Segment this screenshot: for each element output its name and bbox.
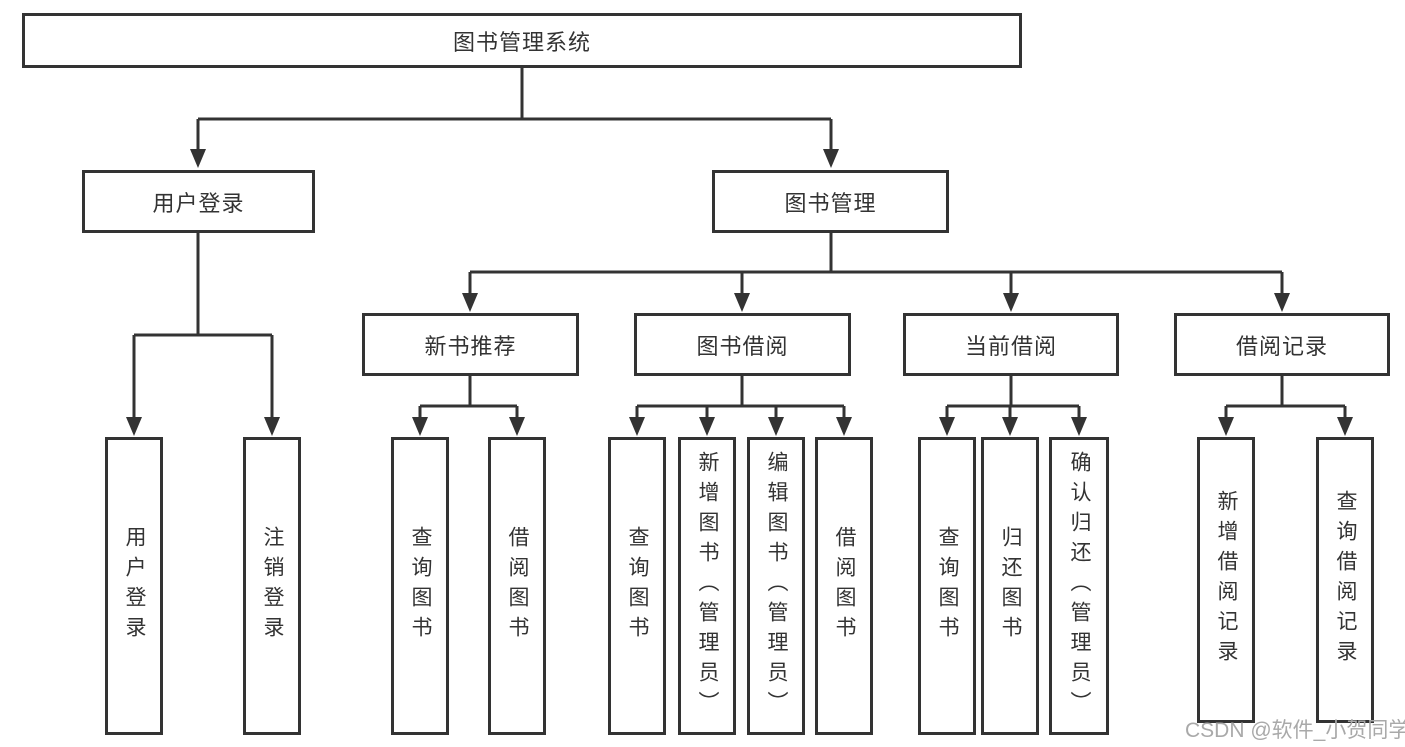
node-user-login: 用户登录 [82,170,315,233]
node-book-borrow: 图书借阅 [634,313,851,376]
leaf-query-books-borrow: 查询图书 [608,437,666,735]
node-root-label: 图书管理系统 [452,29,591,55]
leaf-borrow-books: 借阅图书 [815,437,873,735]
leaf-add-book-admin: 新增图书（管理员） [678,437,736,735]
connector-stroke-paths [132,68,1347,420]
node-root: 图书管理系统 [22,13,1022,68]
node-user-login-label: 用户登录 [152,190,245,216]
node-book-management: 图书管理 [712,170,949,233]
leaf-query-books-recommend-label: 查询图书 [409,526,432,646]
leaf-add-book-admin-label: 新增图书（管理员） [696,451,719,721]
node-book-management-label: 图书管理 [784,190,877,216]
leaf-confirm-return-admin: 确认归还（管理员） [1049,437,1109,735]
leaf-query-books-borrow-label: 查询图书 [626,526,649,646]
node-new-book-recommend-label: 新书推荐 [424,333,517,359]
watermark-text: CSDN @软件_小贺同学 [1185,719,1405,742]
leaf-user-login: 用户登录 [105,437,163,735]
leaf-logout: 注销登录 [243,437,301,735]
node-book-borrow-label: 图书借阅 [696,333,789,359]
leaf-borrow-books-label: 借阅图书 [833,526,856,646]
leaf-borrow-books-recommend: 借阅图书 [488,437,546,735]
node-borrow-records: 借阅记录 [1174,313,1390,376]
leaf-add-borrow-record: 新增借阅记录 [1197,437,1255,723]
leaf-query-borrow-record: 查询借阅记录 [1316,437,1374,723]
leaf-query-books-current-label: 查询图书 [936,526,959,646]
leaf-return-book-label: 归还图书 [999,526,1022,646]
leaf-borrow-books-recommend-label: 借阅图书 [506,526,529,646]
leaf-confirm-return-admin-label: 确认归还（管理员） [1068,451,1091,721]
leaf-return-book: 归还图书 [981,437,1039,735]
node-new-book-recommend: 新书推荐 [362,313,579,376]
node-current-borrow: 当前借阅 [903,313,1119,376]
leaf-logout-label: 注销登录 [261,526,284,646]
leaf-query-borrow-record-label: 查询借阅记录 [1334,490,1357,670]
leaf-edit-book-admin-label: 编辑图书（管理员） [765,451,788,721]
leaf-edit-book-admin: 编辑图书（管理员） [747,437,805,735]
leaf-query-books-current: 查询图书 [918,437,976,735]
node-borrow-records-label: 借阅记录 [1235,333,1328,359]
leaf-add-borrow-record-label: 新增借阅记录 [1215,490,1238,670]
leaf-query-books-recommend: 查询图书 [391,437,449,735]
node-current-borrow-label: 当前借阅 [964,333,1057,359]
leaf-user-login-label: 用户登录 [123,526,146,646]
